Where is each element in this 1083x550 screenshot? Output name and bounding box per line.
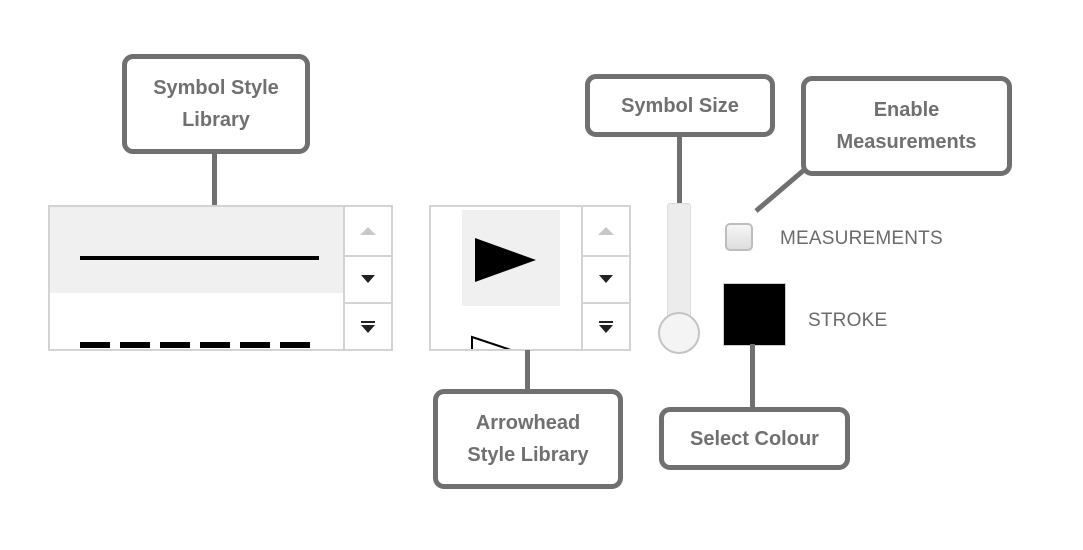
stroke-label: STROKE bbox=[808, 310, 888, 331]
callout-connector bbox=[677, 136, 682, 206]
gallery-scroll-column bbox=[343, 207, 391, 349]
callout-connector bbox=[525, 350, 530, 390]
open-arrowhead-icon bbox=[471, 335, 512, 349]
expand-gallery-button[interactable] bbox=[583, 302, 629, 349]
expand-more-icon bbox=[599, 320, 613, 333]
callout-arrowhead-style-library: Arrowhead Style Library bbox=[433, 389, 623, 489]
scroll-down-button[interactable] bbox=[583, 255, 629, 302]
scroll-down-button[interactable] bbox=[345, 255, 391, 302]
arrowhead-style-filled[interactable] bbox=[462, 210, 560, 306]
callout-connector bbox=[750, 344, 755, 408]
callout-line-1: Symbol Size bbox=[621, 94, 739, 117]
stroke-color-swatch[interactable] bbox=[724, 284, 785, 345]
callout-line-2: Measurements bbox=[836, 131, 977, 153]
line-style-dashed[interactable] bbox=[50, 293, 343, 349]
arrow-down-icon bbox=[361, 274, 375, 283]
callout-symbol-size: Symbol Size bbox=[585, 74, 775, 137]
measurements-label: MEASUREMENTS bbox=[780, 228, 943, 249]
arrow-down-icon bbox=[599, 274, 613, 283]
arrow-up-icon bbox=[360, 227, 376, 235]
expand-gallery-button[interactable] bbox=[345, 302, 391, 349]
symbol-size-slider-thumb[interactable] bbox=[658, 312, 700, 354]
callout-line-1: Arrowhead bbox=[475, 412, 581, 434]
expand-more-icon bbox=[361, 320, 375, 333]
callout-connector bbox=[754, 168, 806, 213]
line-style-solid[interactable] bbox=[50, 207, 343, 293]
measurements-checkbox[interactable] bbox=[725, 223, 753, 251]
arrowhead-style-gallery[interactable] bbox=[429, 205, 631, 351]
solid-line-icon bbox=[80, 256, 319, 260]
callout-line-2: Library bbox=[182, 109, 250, 131]
callout-line-1: Select Colour bbox=[690, 427, 819, 450]
arrowhead-style-open[interactable] bbox=[462, 317, 560, 349]
gallery-scroll-column bbox=[581, 207, 629, 349]
dashed-line-icon bbox=[80, 342, 320, 348]
symbol-style-gallery[interactable] bbox=[48, 205, 393, 351]
callout-enable-measurements: Enable Measurements bbox=[801, 76, 1012, 176]
callout-line-2: Style Library bbox=[467, 444, 589, 466]
scroll-up-button[interactable] bbox=[583, 207, 629, 255]
callout-line-1: Enable bbox=[873, 99, 940, 121]
filled-arrowhead-icon bbox=[475, 238, 536, 282]
scroll-up-button[interactable] bbox=[345, 207, 391, 255]
arrow-up-icon bbox=[598, 227, 614, 235]
callout-connector bbox=[212, 153, 217, 206]
callout-line-1: Symbol Style bbox=[153, 77, 279, 99]
callout-select-colour: Select Colour bbox=[659, 407, 850, 470]
callout-symbol-style-library: Symbol Style Library bbox=[122, 54, 310, 154]
